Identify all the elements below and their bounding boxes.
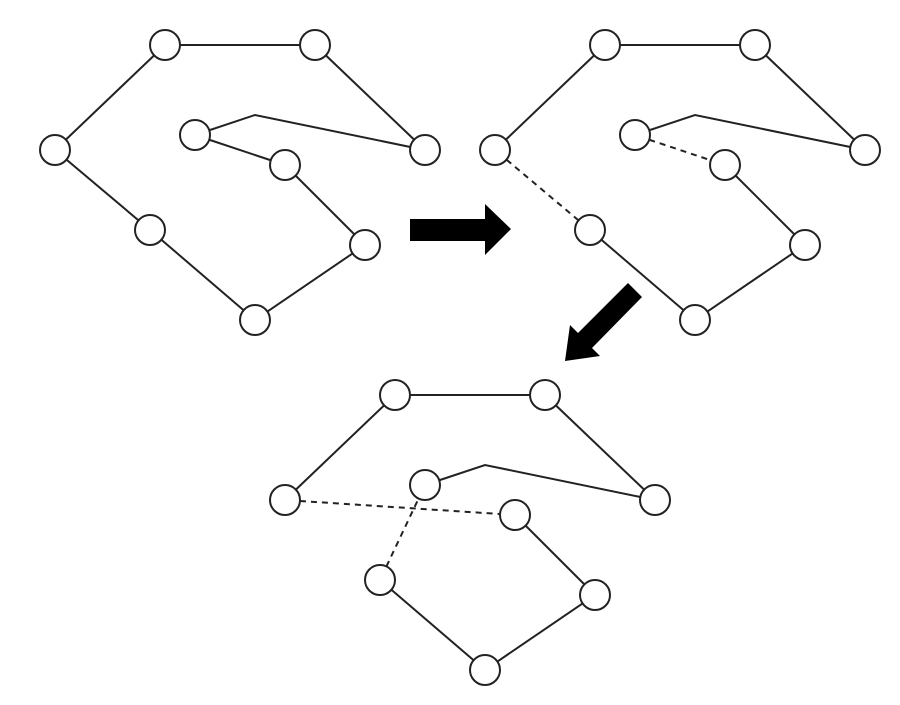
node-g xyxy=(349,229,381,261)
dashed-edge-i-e xyxy=(385,498,420,567)
transition-arrows xyxy=(410,204,642,361)
tour-edge-h-i xyxy=(160,238,245,312)
tour-edge-g-h xyxy=(266,252,354,313)
dashed-edge-e-f xyxy=(648,138,712,162)
node-g xyxy=(789,229,821,261)
node-h xyxy=(679,304,711,336)
tour-edge-b-c xyxy=(324,54,416,141)
node-d xyxy=(479,134,511,166)
arrow-right-icon xyxy=(410,204,511,255)
node-h xyxy=(239,304,271,336)
tour-edge-f-g xyxy=(294,174,356,236)
node-d xyxy=(269,484,301,516)
node-c xyxy=(409,134,441,166)
dashed-edge-d-f xyxy=(299,499,501,516)
tour-edge-d-a xyxy=(64,54,156,141)
node-e xyxy=(619,119,651,151)
node-a xyxy=(589,29,621,61)
node-i xyxy=(574,214,606,246)
node-g xyxy=(579,579,611,611)
stage-edges-removed xyxy=(479,29,881,336)
node-a xyxy=(149,29,181,61)
tour-edge-d-a xyxy=(504,54,596,141)
node-f xyxy=(709,149,741,181)
node-c xyxy=(639,484,671,516)
node-e xyxy=(179,119,211,151)
tour-edge-f-g xyxy=(524,524,586,586)
tour-edge-b-c xyxy=(554,404,646,491)
tour-edge-e-f xyxy=(208,138,272,162)
tour-edge-h-i xyxy=(600,238,685,312)
node-i xyxy=(364,564,396,596)
tour-edge-d-a xyxy=(294,404,386,491)
node-i xyxy=(134,214,166,246)
node-b xyxy=(529,379,561,411)
tour-edge-g-h xyxy=(706,252,794,313)
tour-edge-c-e xyxy=(208,113,412,148)
arrow-down-left-icon xyxy=(565,283,642,361)
tour-edge-b-c xyxy=(764,54,856,141)
node-e xyxy=(409,469,441,501)
dashed-edge-i-d xyxy=(505,158,580,222)
tour-edge-g-h xyxy=(496,602,584,663)
tour-edge-h-i xyxy=(390,588,475,662)
node-d xyxy=(39,134,71,166)
tour-edge-c-e xyxy=(648,113,852,148)
tour-edge-i-d xyxy=(65,158,140,222)
tour-edge-f-g xyxy=(734,174,796,236)
stage-original-tour xyxy=(39,29,441,336)
node-f xyxy=(499,499,531,531)
node-f xyxy=(269,149,301,181)
node-b xyxy=(299,29,331,61)
node-a xyxy=(379,379,411,411)
stage-edges-reconnected xyxy=(269,379,671,686)
tour-edge-c-e xyxy=(438,463,642,498)
node-b xyxy=(739,29,771,61)
node-c xyxy=(849,134,881,166)
node-h xyxy=(469,654,501,686)
